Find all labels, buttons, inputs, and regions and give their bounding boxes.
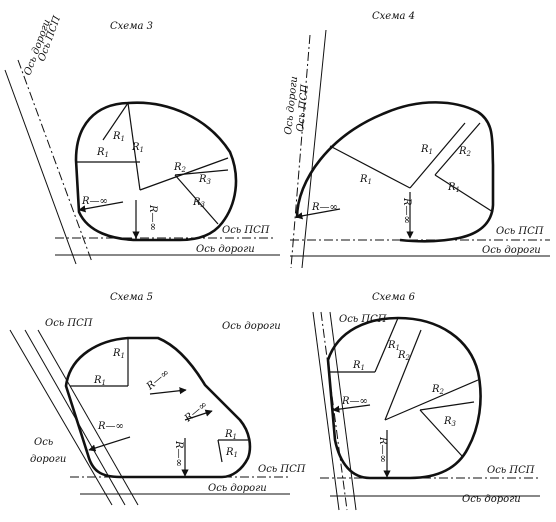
scheme-5-radius-inf-top — [149, 387, 187, 395]
scheme-6-label-r2-a: R2 — [397, 350, 411, 362]
scheme-5-label-inf-right: R—∞ — [182, 399, 210, 425]
scheme-5: Схема 5 Ось ПСП Ось дороги Ось дороги Ос… — [9, 292, 306, 506]
scheme-4-psp-edge-inclined — [301, 29, 327, 269]
scheme-6-psp-axis-inclined — [320, 311, 348, 511]
scheme-4-label-inf-bottom: R—∞ — [401, 197, 412, 224]
scheme-6-radius-inf-left — [332, 404, 371, 413]
scheme-3-label-psp-horizontal: Ось ПСП — [222, 225, 270, 236]
scheme-4-label-r1-c: R1 — [447, 182, 460, 194]
scheme-5-label-r1-b: R1 — [93, 375, 106, 387]
scheme-6-label-inf-left: R—∞ — [341, 396, 368, 407]
scheme-5-label-psp-horizontal: Ось ПСП — [258, 464, 306, 475]
scheme-5-label-r1-c: R1 — [224, 429, 237, 441]
scheme-3-psp-axis-inclined — [17, 59, 93, 263]
scheme-4-label-inf-left: R—∞ — [311, 202, 338, 213]
scheme-4-label-psp-horizontal: Ось ПСП — [496, 226, 544, 237]
scheme-5-label-road-horizontal: Ось дороги — [208, 483, 267, 494]
scheme-5-road-edge-inclined-a — [9, 329, 113, 506]
scheme-5-label-inf-bottom: R—∞ — [173, 440, 184, 467]
scheme-6-label-inf-bottom: R—∞ — [377, 436, 388, 463]
scheme-6-label-psp-horizontal: Ось ПСП — [487, 465, 535, 476]
scheme-6-label-r1-b: R1 — [352, 360, 365, 372]
scheme-6-radius-r1-a — [374, 317, 399, 373]
scheme-3-loop-outline — [74, 101, 238, 242]
scheme-3-label-inf-left: R—∞ — [81, 196, 108, 207]
scheme-3-label-road-horizontal: Ось дороги — [196, 244, 255, 255]
scheme-5-radius-inf-left — [88, 436, 131, 452]
scheme-3-radius-r1-b — [127, 102, 141, 191]
scheme-3-radius-inf-left — [78, 201, 124, 213]
scheme-5-label-r1-a: R1 — [112, 348, 125, 360]
scheme-6-radius-r2-b — [384, 379, 479, 421]
scheme-6-loop-outline — [326, 316, 482, 480]
scheme-4-label-r2: R2 — [458, 146, 472, 158]
scheme-4-title: Схема 4 — [372, 11, 415, 22]
scheme-3-label-r3-b: R3 — [192, 197, 206, 209]
scheme-5-title: Схема 5 — [110, 292, 153, 303]
scheme-3-label-r2: R2 — [173, 162, 187, 174]
scheme-6-road-edge-inclined-a — [312, 311, 340, 511]
scheme-4: Схема 4 Ось дороги Ось ПСП Ось ПСП Ось д… — [283, 11, 550, 269]
scheme-3-radius-r3-b — [174, 174, 219, 225]
scheme-3-label-r1-c: R1 — [96, 147, 109, 159]
scheme-3-radius-r1-a — [102, 102, 129, 141]
scheme-4-road-axis-inclined — [290, 34, 311, 269]
scheme-6-radius-r2-a — [384, 329, 422, 421]
scheme-5-label-road-top-right: Ось дороги — [222, 321, 281, 332]
scheme-4-radius-r2 — [434, 122, 481, 176]
scheme-6-label-r3: R3 — [443, 416, 457, 428]
scheme-5-label-r1-d: R1 — [225, 447, 238, 459]
scheme-6-road-edge-inclined-b — [329, 311, 357, 511]
scheme-6-title: Схема 6 — [372, 292, 416, 303]
scheme-3-label-r1-b: R1 — [131, 142, 144, 154]
scheme-4-radius-r1-a — [329, 145, 411, 189]
scheme-3-radius-r3-a — [174, 169, 229, 176]
scheme-4-radius-r1-b — [409, 122, 466, 189]
scheme-6-label-road-horizontal: Ось дороги — [462, 494, 521, 505]
scheme-3-label-inf-bottom: R—∞ — [147, 204, 158, 231]
scheme-5-loop-outline — [64, 336, 252, 479]
scheme-4-label-psp-inclined: Ось ПСП — [295, 84, 311, 133]
scheme-3-label-r3-a: R3 — [198, 174, 212, 186]
scheme-6-radius-r3-a — [419, 401, 475, 411]
scheme-5-radius-inf-right — [184, 409, 213, 421]
scheme-5-label-road-left-1: Ось — [34, 437, 53, 448]
scheme-3-road-edge-inclined — [4, 69, 77, 265]
scheme-4-loop-outline — [295, 101, 495, 243]
scheme-6: Схема 6 Ось ПСП Ось ПСП Ось дороги R1 R1… — [312, 292, 540, 511]
scheme-5-label-inf-left: R—∞ — [97, 421, 124, 432]
scheme-3-title: Схема 3 — [110, 21, 153, 32]
scheme-4-label-r1-a: R1 — [359, 174, 372, 186]
scheme-3: Схема 3 Ось ПСП Ось дороги Ось ПСП Ось д… — [4, 14, 280, 265]
scheme-5-radius-r1-d — [217, 439, 223, 463]
scheme-4-label-road-horizontal: Ось дороги — [482, 245, 541, 256]
scheme-4-radius-inf-left — [295, 208, 341, 220]
scheme-5-label-road-left-2: дороги — [30, 454, 66, 465]
scheme-4-radius-r1-c — [434, 174, 494, 213]
scheme-5-label-inf-top: R—∞ — [144, 367, 172, 393]
scheme-4-label-r1-b: R1 — [420, 144, 433, 156]
scheme-6-label-psp-top: Ось ПСП — [339, 314, 387, 325]
scheme-6-radius-r3-b — [419, 409, 463, 457]
scheme-6-label-r2-b: R2 — [431, 384, 445, 396]
scheme-5-label-psp-top: Ось ПСП — [45, 318, 93, 329]
scheme-3-label-r1-a: R1 — [112, 131, 125, 143]
